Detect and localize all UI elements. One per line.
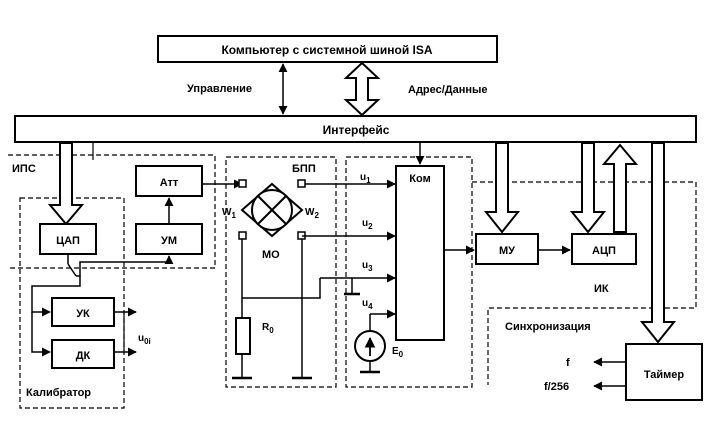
sync-label: Синхронизация — [505, 321, 591, 333]
computer-label: Компьютер с системной шиной ISA — [221, 43, 432, 57]
dac-switch — [67, 263, 77, 277]
commutator-group — [345, 156, 473, 388]
dac-input-arrow — [47, 142, 85, 226]
timer-input-arrow — [639, 142, 677, 344]
ik-label: ИК — [594, 283, 609, 295]
f256-label: f/256 — [544, 381, 569, 393]
adc-label: АЦП — [592, 245, 616, 257]
interface-label: Интерфейс — [323, 123, 390, 137]
amp-label: УМ — [161, 235, 177, 247]
dac-to-amp-line — [76, 255, 174, 277]
ips-label: ИПС — [12, 163, 36, 175]
dac-label: ЦАП — [56, 235, 80, 247]
timer-block: Таймер — [625, 343, 703, 401]
bpp-label: БПП — [292, 163, 316, 175]
f-label: f — [566, 357, 570, 369]
kom-block: Ком — [395, 165, 445, 341]
e0-label: E0 — [392, 346, 404, 359]
dk-label: ДК — [76, 350, 91, 362]
computer-block: Компьютер с системной шиной ISA — [157, 35, 498, 63]
r0-tap-line — [242, 278, 321, 299]
r0-label: R0 — [262, 322, 274, 335]
address-data-arrow — [343, 61, 381, 117]
uk-block: УК — [51, 297, 115, 327]
dac-to-uk-line — [31, 276, 81, 317]
interface-block: Интерфейс — [14, 115, 697, 143]
adc-input-arrow — [569, 142, 607, 234]
mu-input-arrow — [483, 142, 521, 234]
dac-to-dk-line — [31, 312, 51, 357]
u4-label: u4 — [362, 298, 373, 311]
u0i-label: u0i — [138, 333, 151, 346]
att-label: Атт — [160, 177, 179, 189]
w1-label: W1 — [222, 207, 236, 220]
adc-block: АЦП — [571, 233, 637, 265]
kom-label: Ком — [409, 173, 430, 185]
address-data-label: Адрес/Данные — [408, 84, 488, 96]
u2-label: u2 — [362, 218, 373, 231]
dk-block: ДК — [51, 339, 115, 369]
calibrator-label: Калибратор — [26, 387, 91, 399]
uk-label: УК — [76, 308, 90, 320]
adc-output-arrow — [601, 143, 639, 233]
u3-label: u3 — [362, 260, 373, 273]
mu-block: МУ — [475, 233, 539, 265]
timer-label: Таймер — [644, 369, 685, 381]
w2-label: W2 — [305, 207, 319, 220]
bpp-group — [225, 156, 337, 388]
u1-label: u1 — [360, 172, 371, 185]
control-label: Управление — [187, 83, 252, 95]
dac-block: ЦАП — [39, 223, 97, 255]
amp-block: УМ — [135, 223, 203, 255]
resistor-r0 — [235, 317, 251, 355]
mo-label: МО — [262, 249, 280, 261]
att-block: Атт — [135, 165, 203, 197]
mu-label: МУ — [499, 245, 515, 257]
bridge-mo — [238, 179, 306, 240]
